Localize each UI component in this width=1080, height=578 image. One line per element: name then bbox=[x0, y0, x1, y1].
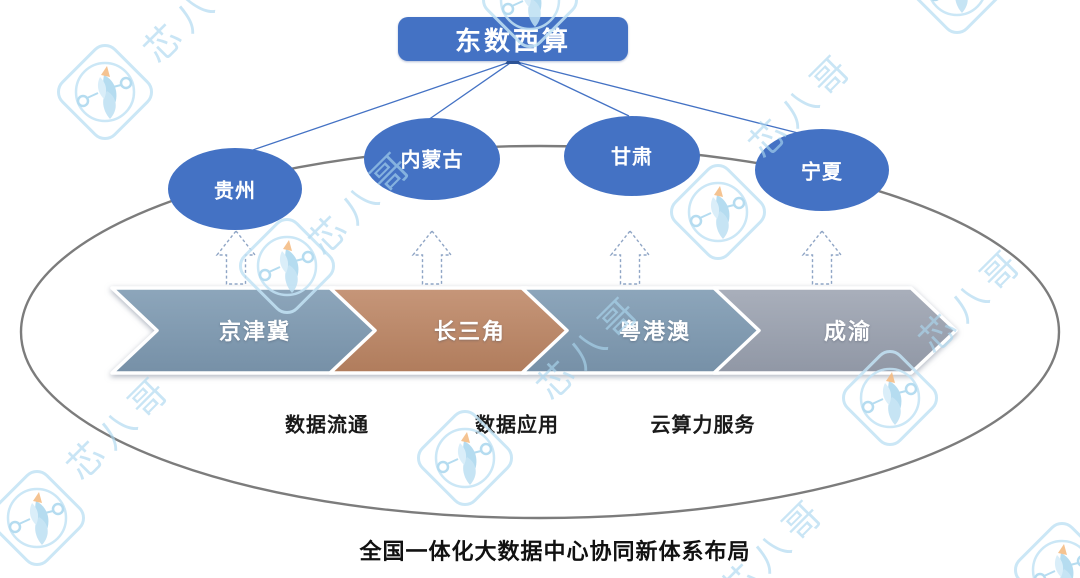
node-ningxia bbox=[755, 129, 889, 211]
chevron-label-chengyu: 成渝 bbox=[823, 319, 873, 344]
up-arrow-icon-1 bbox=[215, 229, 257, 285]
connector-gansu bbox=[512, 60, 630, 117]
node-label-gansu: 甘肃 bbox=[611, 146, 653, 169]
title-box: 东数西算 bbox=[398, 17, 628, 61]
chevron-label-changsanjiao: 长三角 bbox=[433, 319, 507, 344]
connector-guizhou bbox=[246, 60, 514, 153]
connector-ningxia bbox=[512, 60, 803, 135]
up-arrow-icon-2 bbox=[411, 229, 453, 285]
label-cloud-computing-service: 云算力服务 bbox=[650, 414, 756, 437]
region-nodes bbox=[168, 116, 889, 230]
up-arrows bbox=[215, 229, 843, 285]
node-label-guizhou: 贵州 bbox=[214, 180, 256, 203]
node-neimenggu bbox=[364, 118, 500, 200]
up-arrow-icon-3 bbox=[609, 229, 651, 285]
chevron-label-yuegangao: 粤港澳 bbox=[618, 319, 692, 344]
connector-lines bbox=[246, 60, 803, 153]
label-data-application: 数据应用 bbox=[475, 414, 559, 437]
diagram-caption: 全国一体化大数据中心协同新体系布局 bbox=[359, 539, 751, 564]
outer-ellipse bbox=[19, 144, 1061, 520]
label-data-circulation: 数据流通 bbox=[285, 414, 369, 437]
title-text: 东数西算 bbox=[454, 25, 571, 56]
up-arrow-icon-4 bbox=[801, 229, 843, 285]
node-label-neimenggu: 内蒙古 bbox=[400, 149, 464, 172]
node-label-ningxia: 宁夏 bbox=[801, 161, 843, 184]
node-guizhou bbox=[168, 148, 302, 230]
chevron-label-jingjinji: 京津冀 bbox=[218, 319, 292, 344]
connector-neimenggu bbox=[427, 60, 514, 121]
